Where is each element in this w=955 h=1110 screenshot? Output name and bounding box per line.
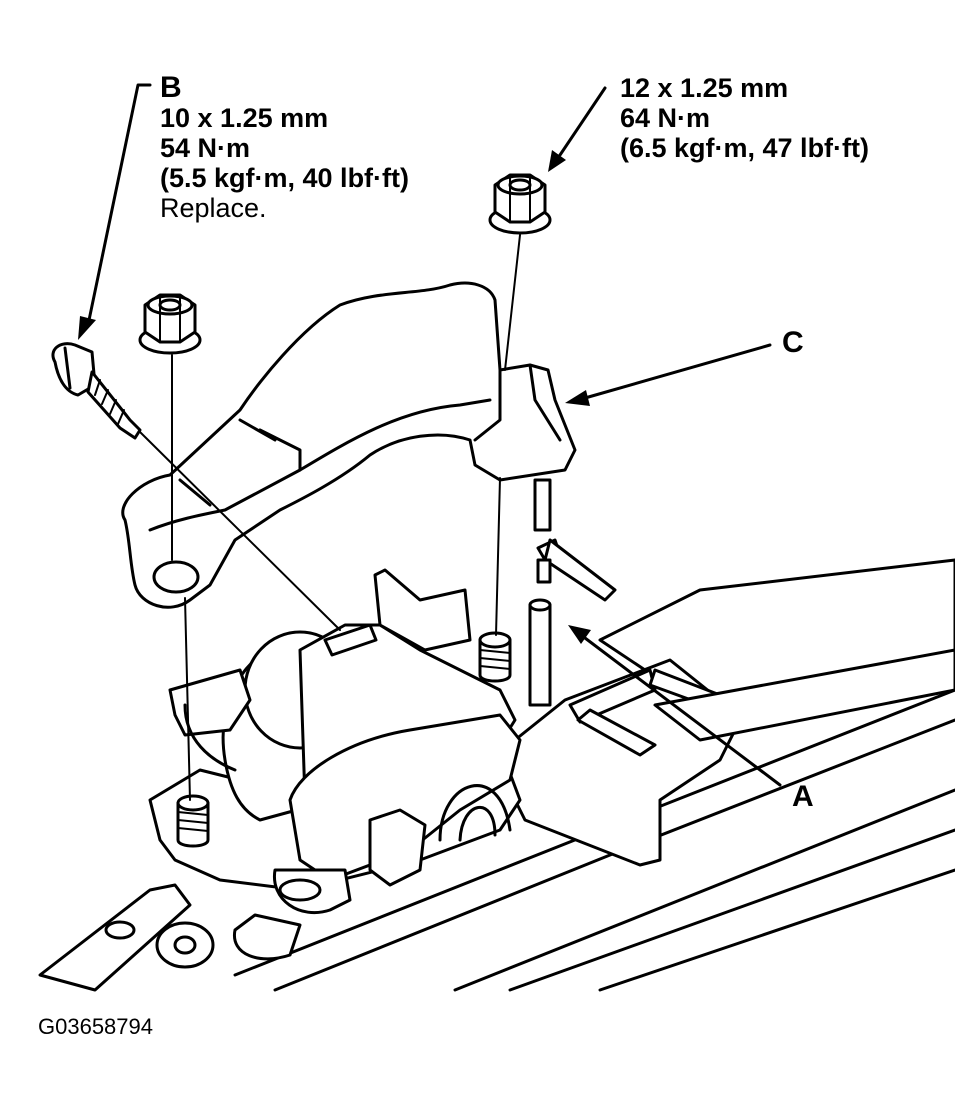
leader-arrows — [78, 83, 782, 787]
right-bracket-block — [503, 558, 955, 867]
callout-bolt-b: B 10 x 1.25 mm 54 N·m (5.5 kgf·m, 40 lbf… — [160, 71, 410, 224]
bolt-note: Replace. — [160, 193, 267, 223]
nut-torque-nm: 64 N·m — [620, 103, 711, 133]
flange-nut-12mm — [488, 173, 552, 235]
figure-id: G03658794 — [38, 1014, 153, 1039]
bolt-b — [51, 342, 142, 440]
nut-size: 12 x 1.25 mm — [620, 73, 789, 103]
lower-left-stud — [176, 794, 210, 848]
label-b: B — [160, 71, 182, 104]
bolt-torque-nm: 54 N·m — [160, 133, 251, 163]
flange-nut-left — [138, 293, 202, 355]
label-a: A — [792, 780, 814, 813]
label-c: C — [782, 326, 804, 359]
bolt-torque-alt: (5.5 kgf·m, 40 lbf·ft) — [160, 163, 410, 193]
upper-stud — [478, 631, 512, 683]
callout-nut: 12 x 1.25 mm 64 N·m (6.5 kgf·m, 47 lbf·f… — [620, 73, 869, 163]
pin-a — [528, 478, 617, 707]
mount-body — [148, 568, 522, 969]
nut-torque-alt: (6.5 kgf·m, 47 lbf·ft) — [620, 133, 870, 163]
bolt-size: 10 x 1.25 mm — [160, 103, 329, 133]
alignment-lines — [139, 234, 521, 801]
